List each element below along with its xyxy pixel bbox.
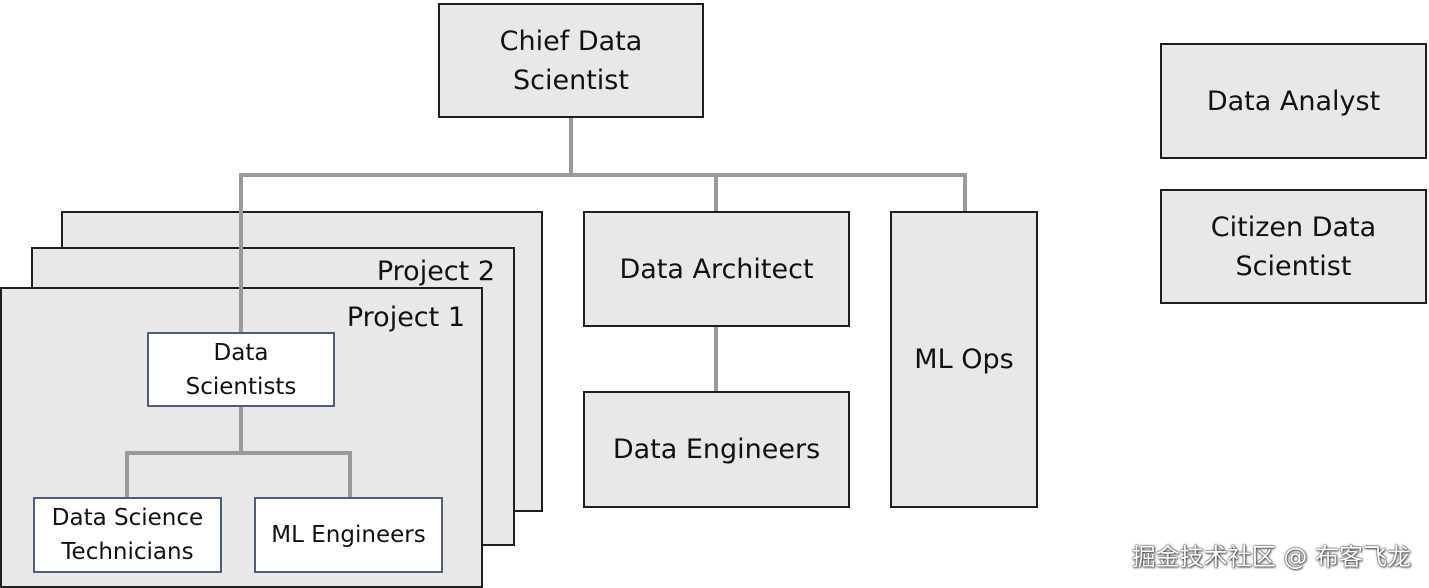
project-2-label: Project 2 xyxy=(376,256,495,287)
ml-ops-box: ML Ops xyxy=(890,211,1038,508)
data-scientists-box: Data Scientists xyxy=(147,332,335,407)
project-1-label: Project 1 xyxy=(346,302,465,333)
watermark-text: 掘金技术社区 @ 布客飞龙 xyxy=(1131,543,1411,571)
data-analyst-box: Data Analyst xyxy=(1160,43,1427,159)
data-architect-box: Data Architect xyxy=(583,211,850,327)
data-science-technicians-box: Data Science Technicians xyxy=(33,497,222,573)
data-engineers-box: Data Engineers xyxy=(583,391,850,508)
chief-data-scientist-box: Chief Data Scientist xyxy=(438,3,704,118)
ml-engineers-box: ML Engineers xyxy=(254,497,443,573)
citizen-data-scientist-box: Citizen Data Scientist xyxy=(1160,189,1427,304)
